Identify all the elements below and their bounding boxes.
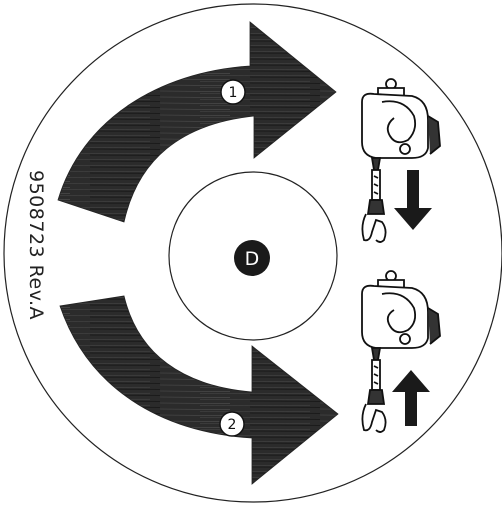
center-letter: D: [245, 248, 260, 270]
curved-arrow-2: [59, 295, 339, 485]
step-2-badge: 2: [219, 411, 245, 437]
center-badge: D: [234, 240, 270, 276]
upper-device-icon: [361, 78, 441, 243]
arrow-up-icon: [392, 370, 430, 426]
curved-arrow-1: [57, 21, 337, 223]
step-1-badge: 1: [220, 79, 246, 105]
part-number-text: 9508723 Rev.A: [25, 170, 47, 320]
lower-device-icon: [361, 270, 441, 433]
arrow-down-icon: [394, 170, 432, 230]
step-2-number: 2: [228, 417, 237, 433]
step-1-number: 1: [229, 85, 238, 101]
